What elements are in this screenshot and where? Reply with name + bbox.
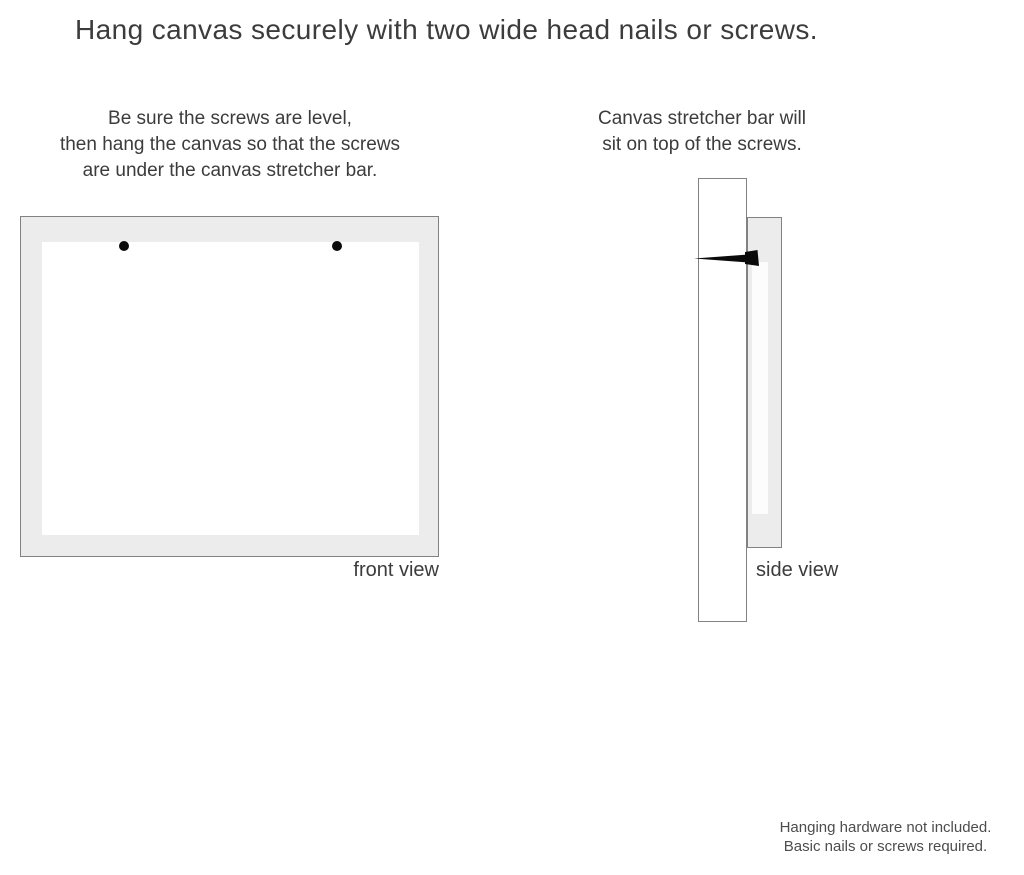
hardware-footnote: Hanging hardware not included. Basic nai… [738, 818, 1024, 856]
instruction-line: then hang the canvas so that the screws [59, 134, 401, 155]
instruction-line: Canvas stretcher bar will [597, 108, 807, 129]
screw-head-left [119, 241, 129, 251]
screw-head-right [332, 241, 342, 251]
front-view-instructions: Be sure the screws are level, then hang … [12, 106, 448, 184]
footnote-line: Basic nails or screws required. [783, 838, 988, 855]
instruction-line: Be sure the screws are level, [108, 108, 352, 129]
side-view-label: side view [756, 559, 839, 581]
footnote-line: Hanging hardware not included. [779, 819, 992, 836]
instruction-line: sit on top of the screws. [602, 134, 802, 155]
front-view-label: front view [353, 559, 439, 581]
side-view-instructions: Canvas stretcher bar will sit on top of … [558, 106, 846, 158]
side-view-wall-bar [698, 178, 747, 622]
page-title: Hang canvas securely with two wide head … [75, 14, 818, 45]
instruction-line: are under the canvas stretcher bar. [82, 160, 378, 181]
front-view-canvas-face [42, 242, 419, 535]
nail-icon [694, 250, 759, 266]
side-view-canvas-inner-face [752, 262, 768, 514]
